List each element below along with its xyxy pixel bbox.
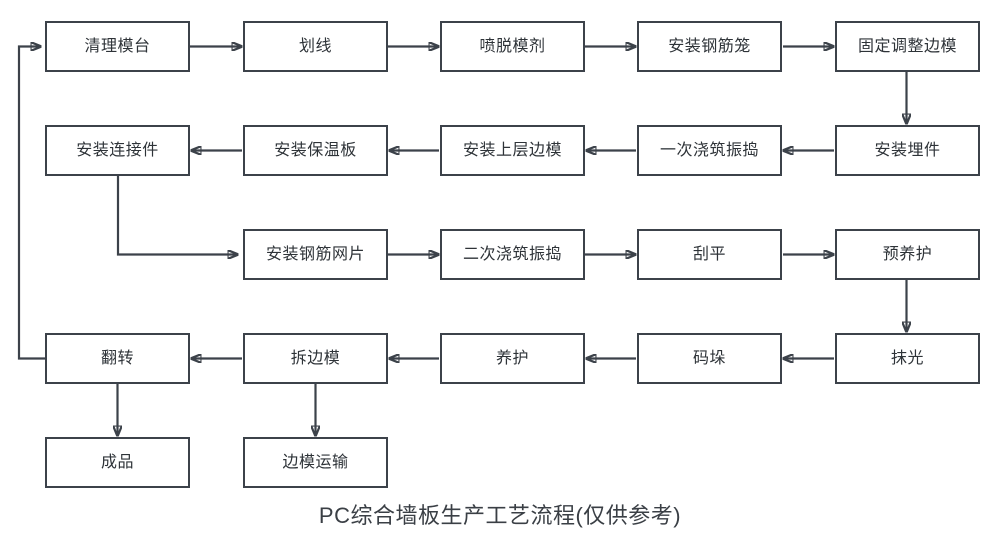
- node-first-pour-vibrate[interactable]: 一次浇筑振捣: [637, 125, 782, 176]
- node-finished-product[interactable]: 成品: [45, 437, 190, 488]
- node-label: 安装埋件: [874, 141, 941, 159]
- node-install-rebar-mesh[interactable]: 安装钢筋网片: [243, 229, 388, 280]
- node-label: 喷脱模剂: [479, 37, 546, 55]
- node-label: 安装钢筋网片: [265, 245, 365, 263]
- edge-n10-n11: [116, 176, 238, 255]
- node-label: 边模运输: [282, 453, 349, 471]
- node-turnover[interactable]: 翻转: [45, 333, 190, 384]
- node-demold-side-mold[interactable]: 拆边模: [243, 333, 388, 384]
- node-label: 一次浇筑振捣: [659, 141, 759, 159]
- node-install-insulation-board[interactable]: 安装保温板: [243, 125, 388, 176]
- node-label: 养护: [495, 349, 529, 367]
- edge-n19-n1-feedback: [17, 47, 45, 360]
- node-label: 固定调整边模: [857, 37, 957, 55]
- node-label: 安装上层边模: [462, 141, 562, 159]
- node-install-connectors[interactable]: 安装连接件: [45, 125, 190, 176]
- node-fix-adjust-side-mold[interactable]: 固定调整边模: [835, 21, 980, 72]
- node-spray-release-agent[interactable]: 喷脱模剂: [440, 21, 585, 72]
- node-label: 翻转: [100, 349, 134, 367]
- node-label: 码垛: [692, 349, 726, 367]
- node-pre-curing[interactable]: 预养护: [835, 229, 980, 280]
- node-label: 安装钢筋笼: [668, 37, 751, 55]
- node-curing[interactable]: 养护: [440, 333, 585, 384]
- node-stacking[interactable]: 码垛: [637, 333, 782, 384]
- node-label: 二次浇筑振捣: [462, 245, 562, 263]
- node-label: 拆边模: [290, 349, 341, 367]
- diagram-title: PC综合墙板生产工艺流程(仅供参考): [318, 503, 682, 528]
- node-clean-mold-table[interactable]: 清理模台: [45, 21, 190, 72]
- node-label: 刮平: [692, 245, 726, 263]
- node-label: 安装连接件: [76, 141, 159, 159]
- node-label: 安装保温板: [274, 141, 357, 159]
- node-label: 成品: [100, 453, 134, 471]
- node-label: 清理模台: [84, 37, 151, 55]
- node-label: 抹光: [890, 349, 924, 367]
- node-label: 预养护: [882, 245, 933, 263]
- node-second-pour-vibrate[interactable]: 二次浇筑振捣: [440, 229, 585, 280]
- node-side-mold-transport[interactable]: 边模运输: [243, 437, 388, 488]
- node-install-embedded-parts[interactable]: 安装埋件: [835, 125, 980, 176]
- node-marking[interactable]: 划线: [243, 21, 388, 72]
- node-label: 划线: [298, 37, 332, 55]
- node-troweling[interactable]: 抹光: [835, 333, 980, 384]
- node-install-upper-side-mold[interactable]: 安装上层边模: [440, 125, 585, 176]
- node-screeding[interactable]: 刮平: [637, 229, 782, 280]
- node-install-rebar-cage[interactable]: 安装钢筋笼: [637, 21, 782, 72]
